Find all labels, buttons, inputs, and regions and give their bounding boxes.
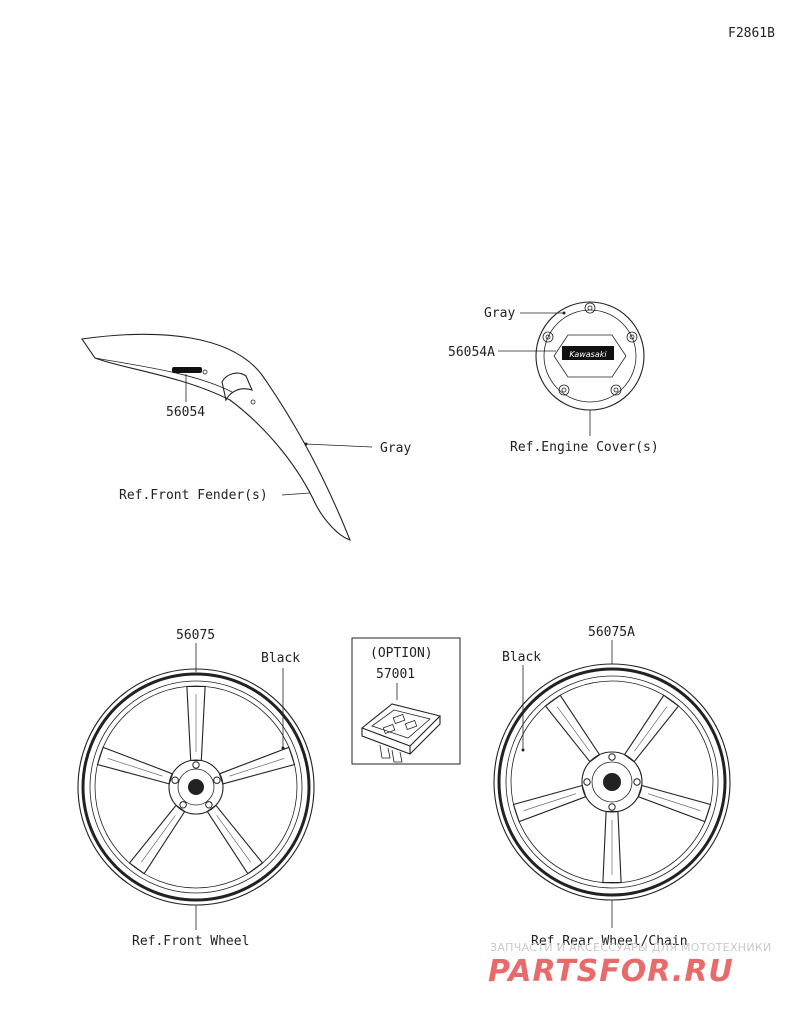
hub-bolt	[171, 776, 179, 784]
hub-bolt	[205, 801, 213, 809]
fender-part-number: 56054	[166, 405, 205, 420]
wheel-spoke-ridge	[229, 758, 285, 777]
front-wheel-color-label: Black	[261, 651, 300, 666]
engine-part-number: 56054A	[448, 345, 495, 360]
engine-ref-label: Ref.Engine Cover(s)	[510, 440, 659, 455]
figure-code: F2861B	[728, 26, 775, 41]
wheel-spoke-ridge	[634, 706, 667, 752]
front-wheel-ref-label: Ref.Front Wheel	[132, 934, 249, 949]
fender-ref-leader	[281, 492, 311, 496]
front-wheel-illustration	[77, 668, 315, 906]
option-tool-illustration	[360, 703, 442, 763]
hub-bolt	[608, 803, 616, 811]
wheel-spoke	[206, 804, 264, 875]
option-part-number: 57001	[376, 667, 415, 682]
hub-bolt	[179, 801, 187, 809]
wheel-spoke	[637, 784, 712, 823]
engine-cover-bolts	[542, 302, 638, 396]
front-fender-illustration	[81, 333, 351, 541]
engine-cover-badge	[562, 346, 614, 360]
watermark-tagline: ЗАПЧАСТИ И АКСЕССУАРЫ ДЛЯ МОТОТЕХНИКИ	[490, 941, 772, 954]
wheel-spoke-ridge	[141, 815, 176, 863]
hub-bolt	[633, 778, 641, 786]
fender-color-leader	[305, 443, 373, 448]
hub-bolt	[583, 778, 591, 786]
wheel-spoke	[218, 746, 296, 785]
wheel-spoke	[128, 804, 186, 875]
wheel-spoke	[96, 746, 174, 785]
hub-bolt	[192, 761, 200, 769]
engine-cover-illustration: Kawasaki	[535, 301, 645, 411]
wheel-spoke-ridge	[648, 793, 701, 811]
watermark-logo: PARTSFOR.RU	[488, 954, 734, 989]
rear-wheel-ref-label: Ref.Rear Wheel/Chain	[531, 934, 688, 949]
wheel-spoke-ridge	[107, 758, 163, 777]
rear-wheel-part-number: 56075A	[588, 625, 635, 640]
rear-wheel-color-label: Black	[502, 650, 541, 665]
fender-color-label: Gray	[380, 441, 411, 456]
wheel-spoke-ridge	[216, 815, 251, 863]
rear-wheel-illustration	[493, 663, 731, 901]
engine-badge-text: Kawasaki	[569, 350, 607, 359]
fender-decal	[172, 367, 202, 373]
hub-bolt	[213, 776, 221, 784]
wheel-spoke	[512, 784, 587, 823]
wheel-spoke-ridge	[523, 793, 576, 811]
hub-bolt	[608, 753, 616, 761]
wheel-spoke-ridge	[557, 706, 590, 752]
front-wheel-part-number: 56075	[176, 628, 215, 643]
wheel-spoke	[623, 694, 680, 763]
fender-ref-label: Ref.Front Fender(s)	[119, 488, 268, 503]
engine-color-label: Gray	[484, 306, 515, 321]
option-box	[351, 637, 461, 765]
wheel-spoke	[544, 694, 601, 763]
option-title: (OPTION)	[370, 646, 433, 661]
